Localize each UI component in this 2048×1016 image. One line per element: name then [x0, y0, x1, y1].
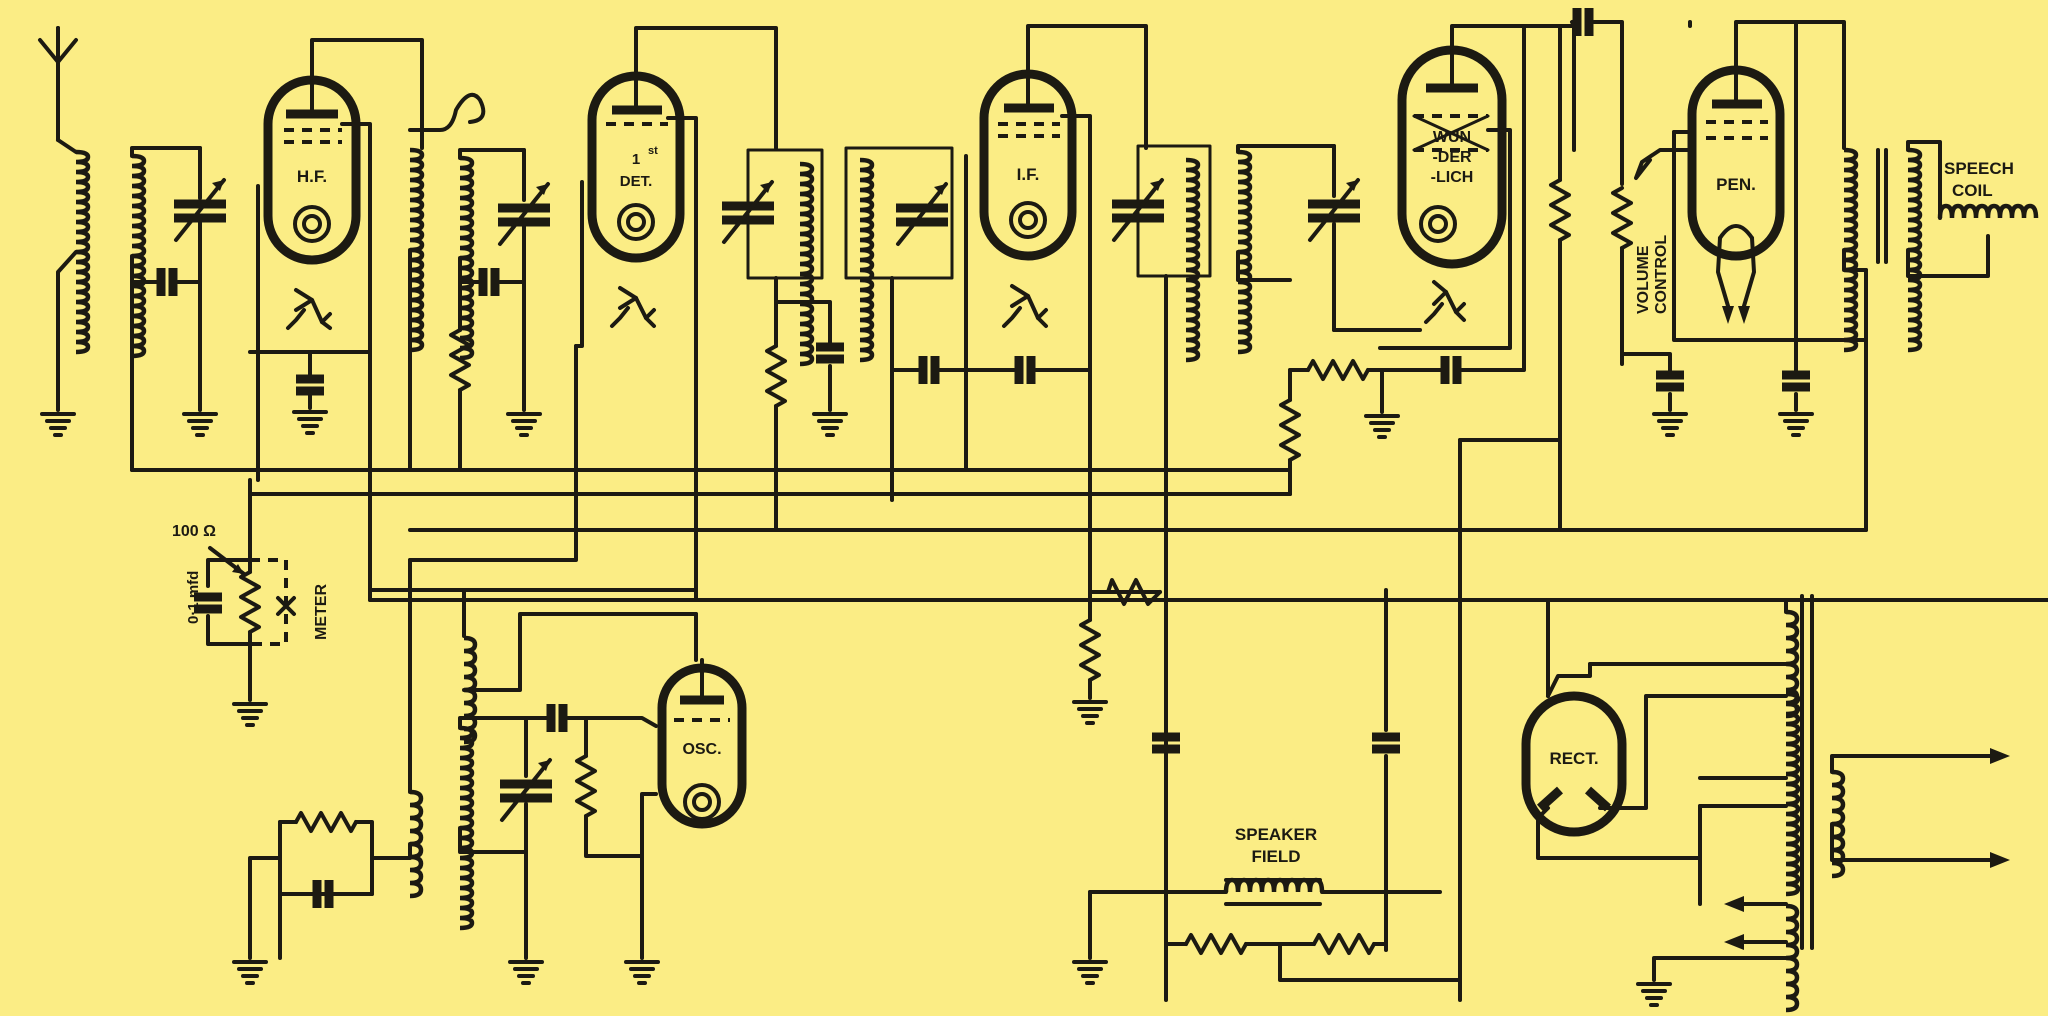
if-stage: I.F.: [844, 24, 1148, 602]
smoothing-stage: SPEAKER FIELD: [1072, 588, 1462, 985]
resistor-value-label: 100 Ω: [172, 523, 216, 540]
meter-circuit: 100 Ω 0·1 mfd METER: [172, 492, 330, 727]
wunderlich-valve-label-1: WUN: [1433, 129, 1471, 146]
oscillator-stage: OSC.: [232, 558, 747, 985]
volume-control-label-2: CONTROL: [1653, 235, 1670, 314]
hf-valve: H.F.: [248, 38, 424, 602]
first-detector-stage: 1 st DET.: [449, 26, 778, 602]
speech-coil-label-1: SPEECH: [1944, 159, 2014, 178]
wunderlich-stage: WUN -DER -LICH: [1238, 24, 1576, 496]
pentode-stage: PEN. SPEECH COIL: [1672, 20, 2036, 532]
hf-coupling-coil: [410, 92, 486, 472]
det-valve-label: DET.: [620, 173, 653, 190]
det-valve-number: 1: [632, 151, 640, 168]
power-supply-stage: RECT.: [1521, 594, 2010, 1010]
wunderlich-valve-label-3: -LICH: [1431, 169, 1474, 186]
speech-coil-label-2: COIL: [1952, 181, 1993, 200]
capacitor-value-label: 0·1 mfd: [185, 571, 202, 624]
wunderlich-valve-label-2: -DER: [1432, 149, 1472, 166]
det-valve-superscript: st: [648, 145, 658, 157]
second-if-transformer: [1112, 144, 1212, 1002]
first-if-transformer: [722, 148, 846, 532]
speaker-field-label-1: SPEAKER: [1235, 825, 1317, 844]
rect-valve-label: RECT.: [1549, 749, 1598, 768]
volume-control-label-1: VOLUME: [1635, 245, 1652, 314]
volume-control-stage: VOLUME CONTROL: [1522, 8, 1694, 532]
antenna-stage: [38, 26, 226, 472]
hf-valve-label: H.F.: [297, 167, 327, 186]
pen-valve-label: PEN.: [1716, 175, 1756, 194]
speaker-field-label-2: FIELD: [1251, 847, 1300, 866]
meter-label: METER: [313, 584, 330, 640]
if-valve-label: I.F.: [1017, 165, 1040, 184]
osc-valve-label: OSC.: [682, 741, 721, 758]
